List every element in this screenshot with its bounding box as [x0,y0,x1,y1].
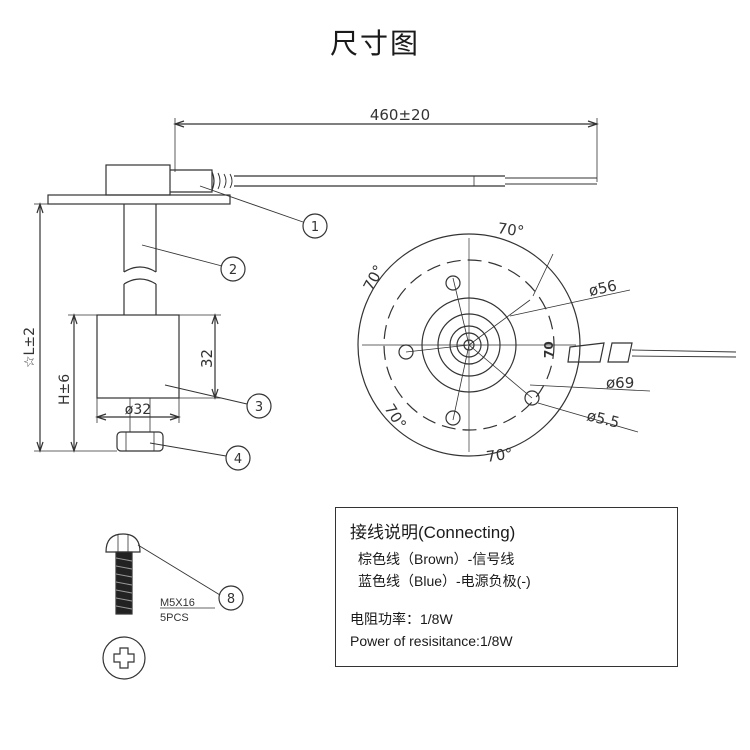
angle-top-label: 70° [496,219,525,241]
mount-hole [398,344,414,360]
total-length-label: ☆L±2 [22,327,38,368]
wire-2 [631,355,737,358]
radial-line [452,277,470,346]
power-en-note: Power of resisitance:1/8W [350,633,513,649]
wiring-heading: 接线说明(Connecting) [350,523,516,542]
phillips-cross-icon [113,647,135,669]
leader-line-1 [199,185,304,223]
callout-3 [246,393,272,419]
cable-gland-edge [211,171,215,191]
callout-4 [225,445,251,471]
brown-wire-note: 棕色线（Brown）-信号线 [358,551,515,567]
callout-8-number: 8 [227,592,235,607]
callout-2 [220,256,246,282]
blue-wire-note: 蓝色线（Blue）-电源负极(-) [358,573,531,589]
head-housing [105,164,171,196]
float-diameter-label: ø32 [125,402,151,418]
phillips-head [102,636,146,680]
mount-hole [524,390,540,406]
hole-diameter-leader [537,402,639,433]
cable-exit-segment [607,342,633,363]
diameter-69-leader [529,384,651,392]
angle-bottom-label: 70° [485,444,514,466]
callout-1 [302,213,328,239]
diameter-69-label: ø69 [606,374,634,392]
spacer [350,592,663,608]
side-view: 460±20 ☆L±2 [22,106,599,471]
angle-bottom-left-label: 70° [381,401,410,433]
callout-4-number: 4 [234,452,242,467]
radial-line [405,344,470,353]
top-view: 70° 70° 70 70° 70° ø56 ø69 ø5.5 [357,219,737,466]
float-height-value: 32 [198,349,216,368]
mount-hole [445,410,461,426]
callout-1-number: 1 [311,220,319,235]
diameter-56-leader [509,289,631,317]
callout-3-number: 3 [255,400,263,415]
callout-8 [218,585,244,611]
mount-hole [445,275,461,291]
radial-line [468,299,531,346]
diameter-56-label: ø56 [587,276,618,299]
angle-left-label: 70° [360,262,388,294]
hole-diameter-label: ø5.5 [585,406,621,431]
page-title: 尺寸图 [329,27,420,60]
screw-detail: 8 M5X16 5PCS [102,533,244,680]
wiring-info-box: 接线说明(Connecting) 棕色线（Brown）-信号线 蓝色线（Blue… [335,507,678,667]
outer-flange-circle [357,233,581,457]
radial-line [468,344,533,399]
angle-right-label: 70 [542,341,556,358]
break-line-bottom [123,278,157,285]
screw-spec-label: M5X16 [160,597,195,609]
hole-leader [532,253,554,297]
power-cn-note: 电阻功率：1/8W [350,611,453,627]
leader-line-4 [149,442,227,457]
cable-exit-segment [567,342,605,363]
leader-line-2 [141,244,223,267]
float-body [96,314,180,399]
mount-flange [47,194,231,205]
cable-length-label: 460±20 [370,106,430,124]
gland-threads [217,172,233,190]
float-height-label: H±6 [57,374,73,405]
leader-line-3 [164,384,248,405]
arrow-down-icon [70,441,78,453]
break-line-top [123,266,157,273]
radial-line [452,344,470,421]
wire-1 [631,349,737,353]
screw-qty-label: 5PCS [160,612,189,624]
callout-2-number: 2 [229,263,237,278]
screw-head [105,533,141,553]
cable-gland [170,169,213,193]
thread-pattern [115,557,133,610]
end-nut [116,431,164,452]
leader-line-8 [137,544,221,596]
